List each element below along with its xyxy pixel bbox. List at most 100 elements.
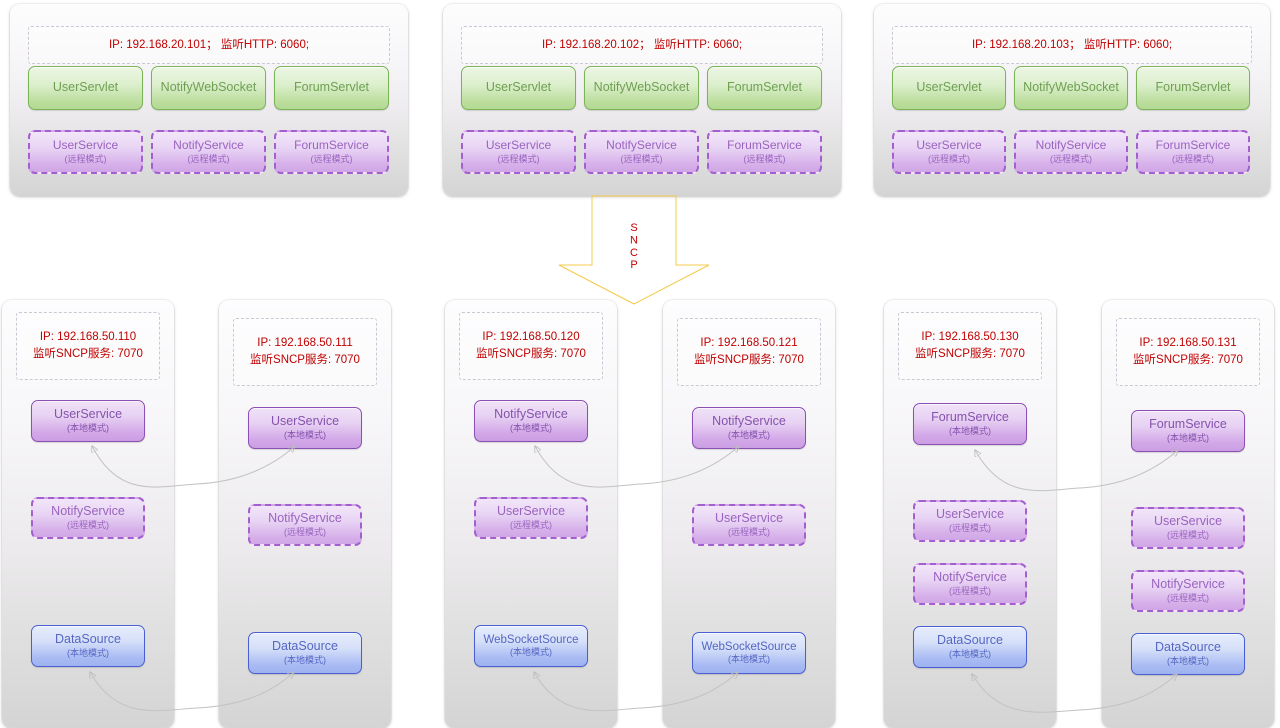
node-forumservice-local[interactable]: ForumService(本地模式) [1131,410,1245,452]
service-userservice-remote[interactable]: UserService(远程模式) [28,130,143,174]
servlet-forumservlet[interactable]: ForumServlet [274,66,389,110]
service-label: NotifyService [1035,138,1107,153]
servlet-notifywebsocket[interactable]: NotifyWebSocket [151,66,266,110]
node-label: WebSocketSource [701,640,797,653]
service-forumservice-remote[interactable]: ForumService(远程模式) [1136,130,1250,174]
node-mode: (远程模式) [1167,529,1209,540]
service-mode: (远程模式) [1050,153,1092,164]
servlet-label: UserServlet [52,80,119,95]
node-notifyservice-remote[interactable]: NotifyService(远程模式) [248,504,362,546]
ip-header-line2: 监听SNCP服务: 7070 [1133,354,1243,366]
node-label: NotifyService [712,414,786,429]
node-datasource-local[interactable]: DataSource(本地模式) [31,625,145,667]
node-userservice-remote[interactable]: UserService(远程模式) [474,497,588,539]
service-notifyservice-remote[interactable]: NotifyService(远程模式) [584,130,699,174]
ip-header-line2: 监听SNCP服务: 7070 [250,354,360,366]
node-notifyservice-remote[interactable]: NotifyService(远程模式) [913,563,1027,605]
servlet-userservlet[interactable]: UserServlet [892,66,1006,110]
node-forumservice-local[interactable]: ForumService(本地模式) [913,403,1027,445]
node-label: ForumService [1149,417,1227,432]
service-mode: (远程模式) [620,153,663,164]
service-mode: (远程模式) [497,153,540,164]
web-cluster-web-2: IP: 192.168.20.102； 监听HTTP: 6060; UserSer… [443,4,841,196]
service-forumservice-remote[interactable]: ForumService(远程模式) [707,130,822,174]
node-userservice-local[interactable]: UserService(本地模式) [31,400,145,442]
node-mode: (远程模式) [67,519,109,530]
service-label: NotifyService [606,138,677,153]
node-label: ForumService [931,410,1009,425]
node-label: NotifyService [51,504,125,519]
servlet-forumservlet[interactable]: ForumServlet [1136,66,1250,110]
node-label: NotifyService [268,511,342,526]
service-forumservice-remote[interactable]: ForumService(远程模式) [274,130,389,174]
ip-header-web-3: IP: 192.168.20.103； 监听HTTP: 6060; [892,26,1252,64]
ip-header-line1: IP: 192.168.50.111 [257,337,353,350]
node-notifyservice-remote[interactable]: NotifyService(远程模式) [31,497,145,539]
web-cluster-web-1: IP: 192.168.20.101； 监听HTTP: 6060; UserSer… [10,4,408,196]
node-datasource-local[interactable]: DataSource(本地模式) [913,626,1027,668]
node-mode: (本地模式) [67,422,109,433]
node-notifyservice-local[interactable]: NotifyService(本地模式) [474,400,588,442]
service-notifyservice-remote[interactable]: NotifyService(远程模式) [151,130,266,174]
ip-header-line2: 监听SNCP服务: 7070 [915,348,1025,360]
service-label: ForumService [294,138,369,153]
node-mode: (本地模式) [67,647,109,658]
service-mode: (远程模式) [928,153,970,164]
servlet-label: ForumServlet [1155,80,1231,95]
node-notifyservice-remote[interactable]: NotifyService(远程模式) [1131,570,1245,612]
node-label: DataSource [1154,640,1221,655]
node-websocketsource-local[interactable]: WebSocketSource(本地模式) [474,625,588,667]
service-userservice-remote[interactable]: UserService(远程模式) [892,130,1006,174]
node-mode: (远程模式) [728,526,770,537]
node-userservice-local[interactable]: UserService(本地模式) [248,407,362,449]
node-label: DataSource [936,633,1003,648]
node-label: UserService [270,414,340,429]
node-mode: (本地模式) [728,654,770,665]
servlet-label: NotifyWebSocket [160,80,257,95]
servlet-label: NotifyWebSocket [1023,80,1119,95]
servlet-label: ForumServlet [726,80,803,95]
node-datasource-local[interactable]: DataSource(本地模式) [1131,633,1245,675]
node-mode: (本地模式) [510,647,552,658]
node-userservice-remote[interactable]: UserService(远程模式) [913,500,1027,542]
node-label: UserService [1153,514,1223,529]
service-userservice-remote[interactable]: UserService(远程模式) [461,130,576,174]
node-label: NotifyService [494,407,568,422]
node-label: UserService [714,511,784,526]
servlet-forumservlet[interactable]: ForumServlet [707,66,822,110]
node-label: DataSource [271,639,338,654]
servlet-notifywebsocket[interactable]: NotifyWebSocket [584,66,699,110]
servlet-notifywebsocket[interactable]: NotifyWebSocket [1014,66,1128,110]
service-mode: (远程模式) [743,153,786,164]
ip-header-line1: IP: 192.168.20.102； 监听HTTP: 6060; [541,38,743,51]
ip-header-svc-130: IP: 192.168.50.130 监听SNCP服务: 7070 [898,312,1042,380]
servlet-userservlet[interactable]: UserServlet [461,66,576,110]
ip-header-line2: 监听SNCP服务: 7070 [694,354,804,366]
service-label: NotifyService [173,138,244,153]
node-datasource-local[interactable]: DataSource(本地模式) [248,632,362,674]
service-label: UserService [916,138,982,153]
node-label: WebSocketSource [483,633,579,646]
servlet-label: UserServlet [485,80,552,95]
ip-header-line1: IP: 192.168.20.101； 监听HTTP: 6060; [108,38,310,51]
node-userservice-remote[interactable]: UserService(远程模式) [692,504,806,546]
servlet-label: NotifyWebSocket [593,80,690,95]
node-userservice-remote[interactable]: UserService(远程模式) [1131,507,1245,549]
ip-header-line1: IP: 192.168.50.130 [921,331,1019,344]
node-mode: (本地模式) [1167,655,1209,666]
node-notifyservice-local[interactable]: NotifyService(本地模式) [692,407,806,449]
node-mode: (本地模式) [1167,432,1209,443]
service-notifyservice-remote[interactable]: NotifyService(远程模式) [1014,130,1128,174]
node-websocketsource-local[interactable]: WebSocketSource(本地模式) [692,632,806,674]
servlet-userservlet[interactable]: UserServlet [28,66,143,110]
ip-header-svc-111: IP: 192.168.50.111 监听SNCP服务: 7070 [233,318,377,386]
service-mode: (远程模式) [187,153,230,164]
node-label: NotifyService [933,570,1007,585]
node-label: UserService [53,407,123,422]
node-mode: (本地模式) [284,654,326,665]
